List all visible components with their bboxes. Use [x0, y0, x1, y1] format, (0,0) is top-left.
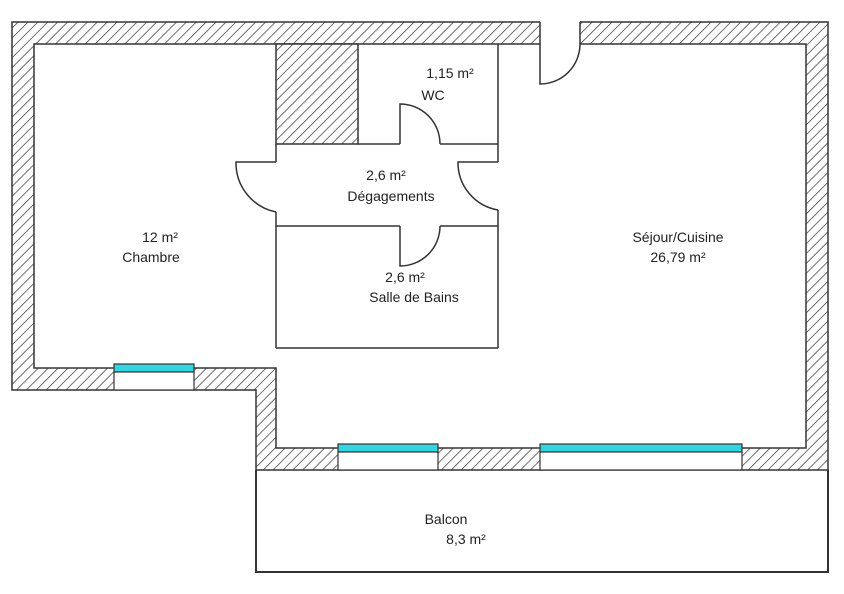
windows	[113, 363, 743, 471]
balcon-name: Balcon	[424, 511, 468, 527]
window-chambre	[113, 363, 195, 373]
sdb-area: 2,6 m²	[385, 269, 425, 285]
chambre-door-swing	[235, 161, 277, 213]
interior-walls	[275, 44, 499, 349]
degagements-area: 2,6 m²	[366, 167, 406, 183]
chambre-name: Chambre	[122, 249, 180, 265]
exterior-wall	[11, 21, 829, 471]
door-swings	[235, 103, 499, 267]
sdb-door-swing	[399, 225, 441, 267]
window-sejour-1	[337, 443, 439, 453]
duct-column	[275, 43, 359, 145]
window-sejour-2	[539, 443, 743, 453]
sejour-name: Séjour/Cuisine	[632, 229, 724, 245]
entrance-opening	[540, 21, 580, 45]
chambre-area: 12 m²	[142, 229, 178, 245]
sdb-name: Salle de Bains	[369, 289, 459, 305]
wc-area: 1,15 m²	[426, 65, 474, 81]
balcon-area: 8,3 m²	[446, 531, 486, 547]
wc-name: WC	[421, 87, 445, 103]
sejour-area: 26,79 m²	[650, 249, 706, 265]
degagements-name: Dégagements	[347, 188, 435, 204]
sejour-door-swing	[457, 161, 499, 211]
entrance-door-swing	[539, 43, 581, 85]
balcony-outline	[255, 470, 829, 573]
wc-door-swing	[399, 103, 441, 145]
